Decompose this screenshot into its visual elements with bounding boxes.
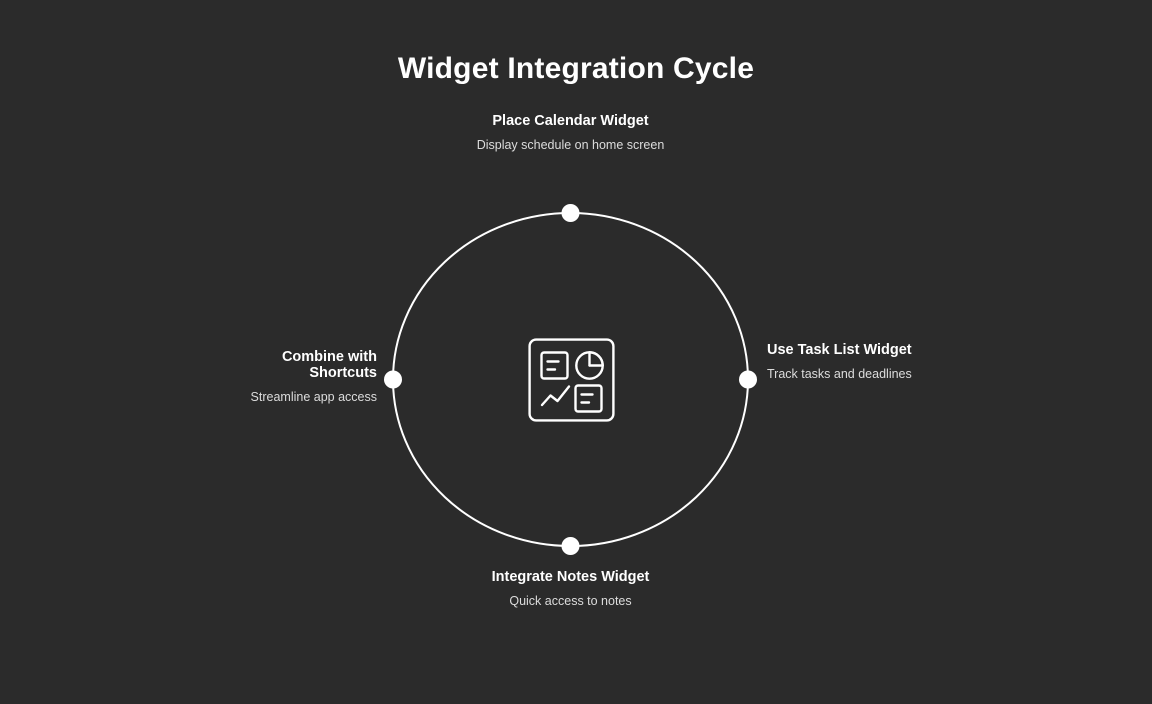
node-description: Quick access to notes [509, 594, 632, 608]
dashboard-widgets-icon [528, 338, 615, 422]
node-dot-right[interactable] [739, 370, 757, 389]
node-description: Track tasks and deadlines [767, 367, 912, 381]
cycle-node-use-task-list-widget[interactable]: Use Task List Widget Track tasks and dea… [767, 342, 927, 381]
node-description: Display schedule on home screen [476, 138, 665, 152]
page-title: Widget Integration Cycle [397, 52, 755, 85]
cycle-node-combine-with-shortcuts[interactable]: Combine with Shortcuts Streamline app ac… [214, 349, 377, 404]
node-title: Combine with Shortcuts [281, 349, 377, 381]
node-description: Streamline app access [250, 390, 377, 404]
cycle-node-place-calendar-widget[interactable]: Place Calendar Widget Display schedule o… [446, 113, 695, 152]
node-dot-bottom[interactable] [561, 537, 580, 555]
node-title: Use Task List Widget [767, 342, 912, 358]
cycle-node-integrate-notes-widget[interactable]: Integrate Notes Widget Quick access to n… [446, 569, 695, 608]
node-title: Integrate Notes Widget [491, 569, 650, 585]
node-dot-left[interactable] [384, 370, 402, 389]
node-dot-top[interactable] [561, 204, 580, 222]
node-title: Place Calendar Widget [492, 113, 649, 129]
